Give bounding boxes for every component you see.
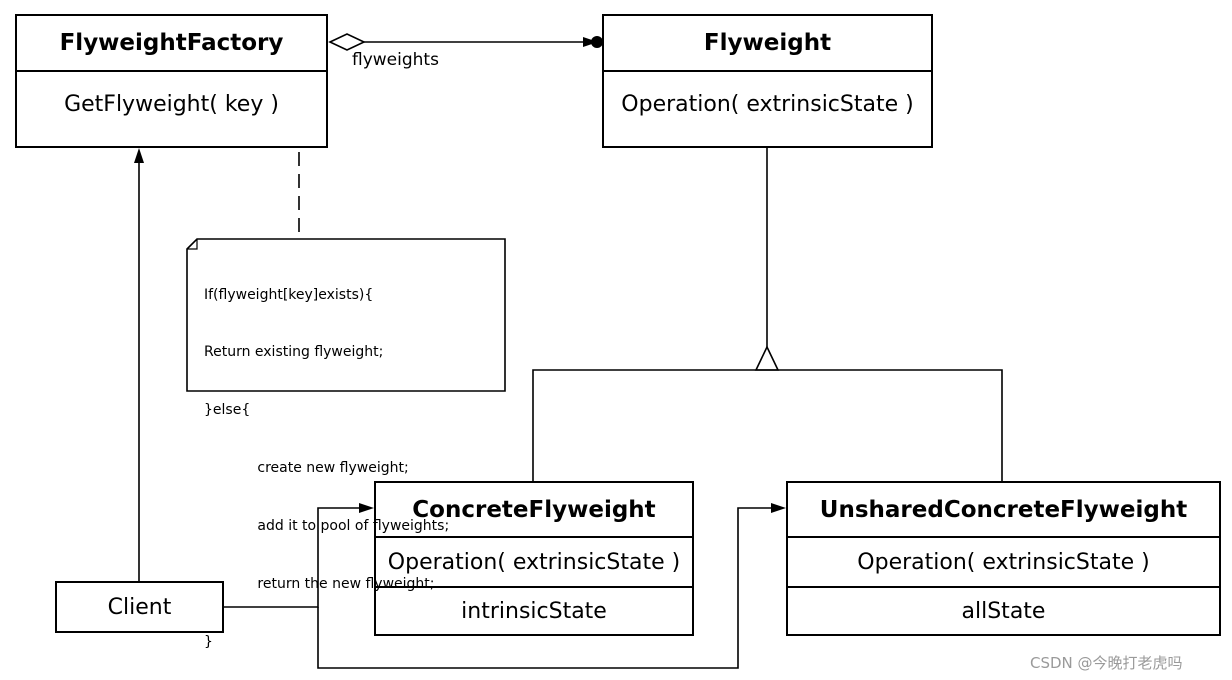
aggregation-arrowhead [583, 37, 598, 47]
note-line: create new flyweight; [204, 460, 409, 477]
note-box [186, 238, 506, 392]
inheritance-triangle [754, 345, 780, 371]
client-concrete-line [223, 507, 360, 608]
class-operation: Operation( extrinsicState ) [376, 536, 692, 586]
note-fold [187, 239, 198, 250]
class-name: ConcreteFlyweight [412, 496, 656, 523]
note-line: }else{ [204, 402, 251, 419]
class-name: Client [107, 594, 172, 620]
class-operation: GetFlyweight( key ) [17, 70, 326, 146]
note-line: } [204, 633, 213, 650]
note-line: add it to pool of flyweights; [204, 518, 450, 535]
unshared-concrete-flyweight-class: UnsharedConcreteFlyweight Operation( ext… [786, 481, 1221, 636]
note-text: If(flyweight[key]exists){ Return existin… [204, 247, 449, 680]
aggregation-diamond [328, 33, 366, 51]
note-line: Return existing flyweight; [204, 344, 384, 361]
class-name: UnsharedConcreteFlyweight [819, 496, 1188, 523]
class-attribute: intrinsicState [376, 586, 692, 634]
client-unshared-line [317, 507, 772, 669]
class-name: Flyweight [703, 30, 832, 56]
client-class: Client [55, 581, 224, 633]
flyweight-class: Flyweight Operation( extrinsicState ) [602, 14, 933, 148]
client-unshared-arrowhead [771, 503, 786, 513]
client-concrete-arrowhead [359, 503, 374, 513]
class-attribute: allState [788, 586, 1219, 634]
multiplicity-dot [591, 36, 603, 48]
watermark: CSDN @今晚打老虎吗 [1030, 654, 1183, 672]
class-operation: Operation( extrinsicState ) [604, 70, 931, 146]
flyweight-factory-class: FlyweightFactory GetFlyweight( key ) [15, 14, 328, 148]
association-label: flyweights [352, 50, 439, 70]
class-name: FlyweightFactory [59, 30, 284, 56]
class-operation: Operation( extrinsicState ) [788, 536, 1219, 586]
concrete-flyweight-class: ConcreteFlyweight Operation( extrinsicSt… [374, 481, 694, 636]
inheritance-branches [532, 369, 1003, 482]
note-line: return the new flyweight; [204, 576, 435, 593]
client-factory-arrowhead [134, 148, 144, 163]
note-line: If(flyweight[key]exists){ [204, 286, 374, 303]
